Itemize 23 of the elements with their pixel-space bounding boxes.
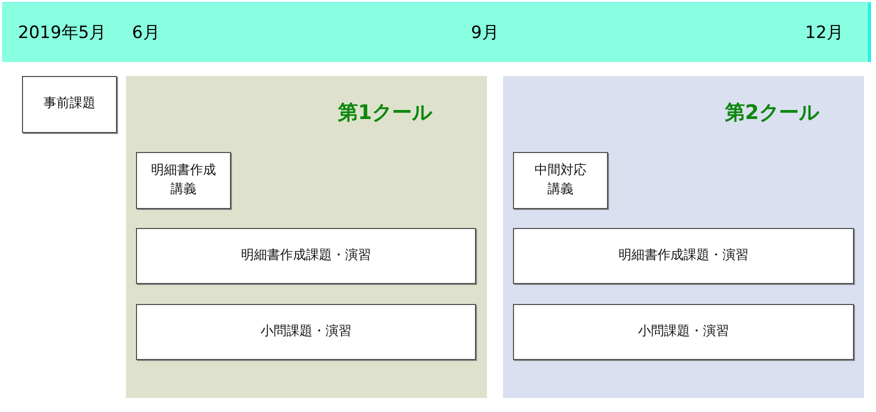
box-label: 中間対応講義 <box>534 162 586 198</box>
task-box <box>136 228 476 284</box>
month-label: 2019年5月 <box>18 22 106 43</box>
box-label: 小問課題・演習 <box>638 322 729 341</box>
task-box <box>136 152 231 209</box>
task-box <box>136 304 476 360</box>
month-label: 6月 <box>132 22 160 43</box>
panel-heading: 第1クール <box>338 100 432 124</box>
box-label: 明細書作成課題・演習 <box>618 246 748 265</box>
task-box <box>513 304 854 360</box>
task-box <box>513 152 608 209</box>
box-label: 明細書作成課題・演習 <box>241 246 371 265</box>
box-label: 事前課題 <box>44 95 96 114</box>
box-label: 小問課題・演習 <box>260 322 352 341</box>
timeline-band <box>2 2 871 62</box>
month-label: 12月 <box>805 22 844 43</box>
phase-panel <box>126 76 487 398</box>
panel-heading: 第2クール <box>725 100 819 124</box>
phase-panel <box>503 76 864 398</box>
task-box <box>513 228 854 284</box>
box-label: 明細書作成講義 <box>151 162 216 198</box>
month-label: 9月 <box>471 22 499 43</box>
task-box <box>22 76 117 133</box>
